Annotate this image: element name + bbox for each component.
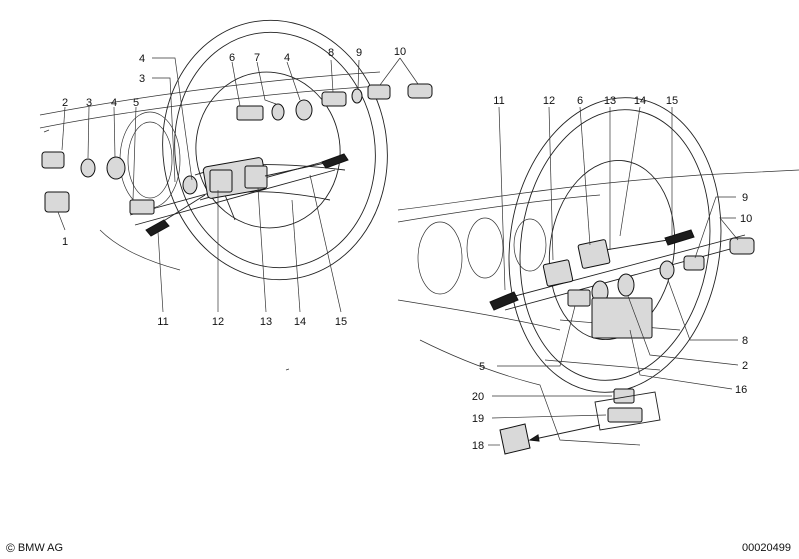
callout-r-2: 2: [742, 360, 748, 372]
left-lever-15-stalk: [264, 162, 326, 177]
callout-r-18: 18: [472, 440, 484, 452]
right-lever-15-stalk: [604, 239, 669, 251]
left-part-4-upper: [295, 99, 313, 121]
left-part-8: [321, 91, 347, 107]
right-switch-6: [577, 239, 611, 269]
callout-l-12: 12: [212, 316, 224, 328]
left-part-4-mid: [182, 175, 198, 195]
right-part-10: [729, 237, 755, 255]
callout-r-19: 19: [472, 413, 484, 425]
callout-r-20: 20: [472, 391, 484, 403]
left-ignition-switch-2: [41, 151, 65, 169]
callout-r-12: 12: [543, 95, 555, 107]
stray-mark: [285, 368, 290, 371]
right-console: [594, 391, 661, 431]
callout-l-7: 7: [254, 52, 260, 64]
left-part-6: [236, 105, 264, 121]
right-part-5: [567, 289, 591, 307]
callout-l-10: 10: [394, 46, 406, 58]
drawing-number: 00020499: [742, 542, 791, 554]
left-column-shaft-lower: [134, 169, 336, 226]
callout-r-10: 10: [740, 213, 752, 225]
callout-l-13: 13: [260, 316, 272, 328]
right-part-8: [659, 260, 675, 280]
callout-l-9: 9: [356, 47, 362, 59]
right-part-9: [683, 255, 705, 271]
brand-mark: © BMW AG: [6, 541, 63, 555]
callout-l-11: 11: [157, 316, 168, 328]
left-switch-block-13: [244, 165, 268, 189]
copyright-symbol: ©: [6, 541, 15, 555]
callout-r-16: 16: [735, 384, 747, 396]
right-part-18: [499, 423, 531, 455]
left-lever-11-stalk: [161, 194, 206, 223]
callout-r-15: 15: [666, 95, 678, 107]
left-lock-cylinder-4: [106, 156, 126, 180]
left-switch-block-12: [209, 169, 233, 193]
right-lever-11-knob: [489, 291, 519, 311]
right-column-shaft: [499, 234, 746, 301]
right-leader-lines: [488, 106, 739, 446]
callout-r-14: 14: [634, 95, 646, 107]
left-part-5: [129, 199, 155, 215]
right-part-19: [607, 407, 643, 423]
callout-r-6: 6: [577, 95, 583, 107]
right-part-2b: [617, 273, 635, 297]
left-lever-15-knob: [321, 153, 349, 169]
left-part-1: [44, 191, 70, 213]
callout-l-1: 1: [62, 236, 68, 248]
left-steering-wheel: [162, 19, 388, 281]
callout-l-2: 2: [62, 97, 68, 109]
right-part-20: [613, 388, 635, 404]
left-part-9: [351, 88, 363, 104]
callout-l-6: 6: [229, 52, 235, 64]
left-ring-3: [80, 158, 96, 178]
callout-l-8: 8: [328, 47, 334, 59]
callout-l-4b: 4: [139, 53, 145, 65]
right-switch-12: [542, 259, 574, 287]
left-leader-lines: [57, 57, 419, 313]
callout-r-13: 13: [604, 95, 616, 107]
right-lever-15-knob: [664, 229, 695, 246]
callout-l-4a: 4: [111, 97, 117, 109]
right-arrow-head: [528, 434, 540, 442]
callout-r-8: 8: [742, 335, 748, 347]
callout-l-3a: 3: [86, 97, 92, 109]
callout-r-9: 9: [742, 192, 748, 204]
brand-name: BMW AG: [17, 542, 64, 554]
callout-r-11: 11: [493, 95, 504, 107]
right-bracket: [591, 297, 653, 339]
callout-l-14: 14: [294, 316, 306, 328]
left-lever-11-knob: [145, 219, 170, 237]
left-part-10b: [407, 83, 433, 99]
right-installed-view: 11 12 6 13 14 15 9 10 8 2 5 16 20 19 18: [397, 95, 799, 455]
left-part-10a: [367, 84, 391, 100]
right-dashboard: [397, 169, 799, 446]
right-part-18-arrow: [529, 424, 601, 441]
callout-l-4c: 4: [284, 52, 290, 64]
left-part-7: [271, 103, 285, 121]
callout-l-3b: 3: [139, 73, 145, 85]
right-steering-wheel: [508, 97, 722, 393]
callout-l-15: 15: [335, 316, 347, 328]
left-exploded-view: 2 3 4 5 4 3 6 7 4 8 9 10 1 11 12 13 14 1…: [39, 19, 433, 328]
callout-l-5: 5: [133, 97, 139, 109]
callout-r-5: 5: [479, 361, 485, 373]
